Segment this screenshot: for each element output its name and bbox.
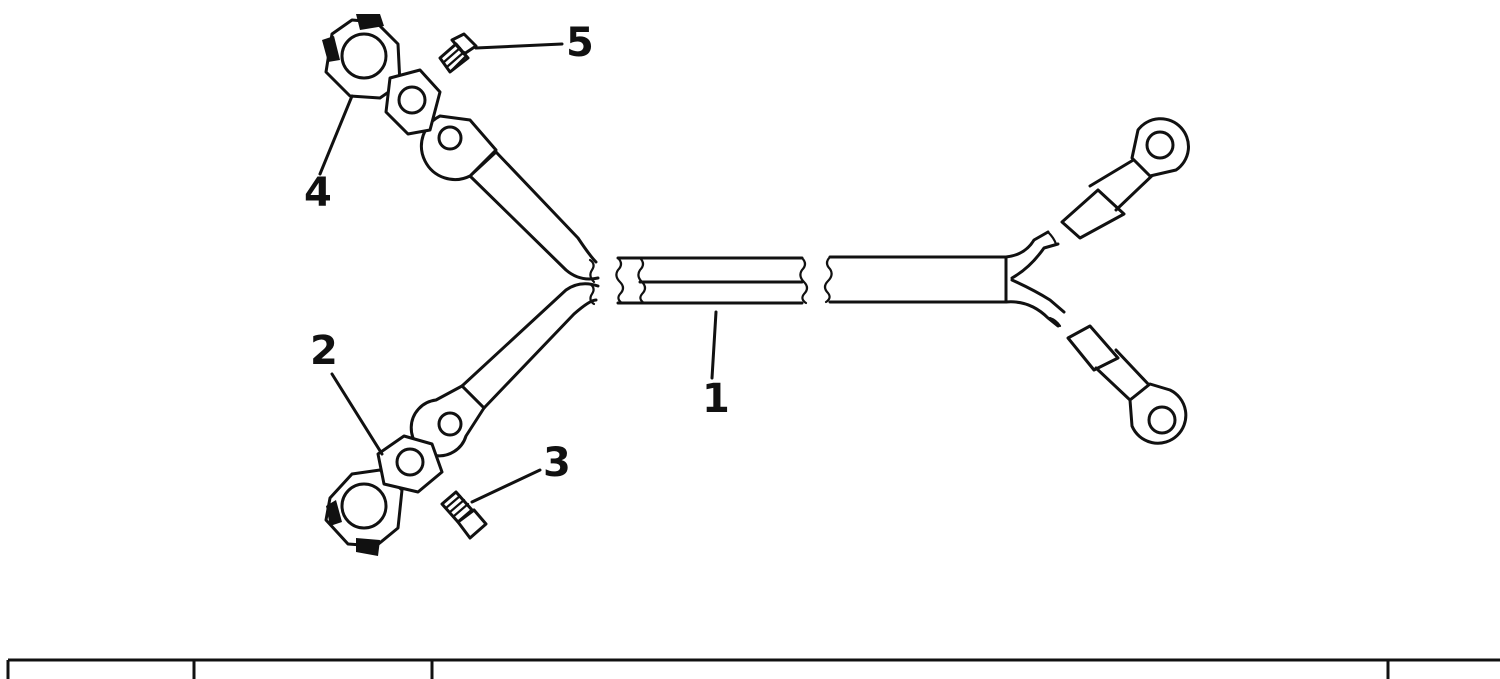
positive-clamp-screw (438, 32, 478, 74)
parts-table-frame (6, 658, 1500, 679)
ring-terminal-right-upper (1060, 117, 1190, 240)
leader-lines (318, 42, 718, 504)
ring-terminal-right-lower (1066, 324, 1188, 445)
callout-2: 2 (310, 328, 338, 374)
main-cable-left-segment (615, 256, 809, 305)
leader-line-5 (474, 42, 564, 50)
leader-line-1 (710, 310, 718, 380)
leader-line-2 (330, 372, 384, 456)
callout-4: 4 (304, 170, 332, 216)
negative-battery-clamp (324, 434, 444, 556)
main-cable-right-segment (823, 230, 1066, 328)
cable-branch-lower-left (460, 282, 600, 410)
callout-5: 5 (566, 20, 594, 66)
cable-branch-upper-left (468, 150, 600, 284)
callout-1: 1 (702, 376, 730, 422)
negative-clamp-screw (440, 490, 488, 540)
leader-line-3 (470, 468, 542, 504)
leader-line-4 (318, 94, 354, 176)
callout-3: 3 (543, 440, 571, 486)
positive-battery-clamp (322, 14, 442, 136)
